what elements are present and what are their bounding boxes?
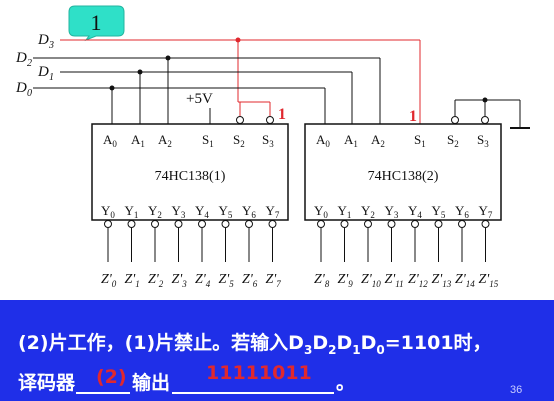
output-bubble [174, 220, 183, 228]
output-signal-label: Z'7 [266, 272, 282, 289]
output-signal-label: Z'2 [148, 272, 164, 289]
output-signal-label: Z'9 [338, 272, 354, 289]
junction-dot [482, 97, 488, 103]
output-signal-label: Z'0 [101, 272, 117, 289]
line1-value: =1101时， [384, 332, 492, 354]
output-signal-label: Z'10 [361, 272, 381, 289]
line2-end: 。 [336, 372, 356, 394]
answer-blank-1 [76, 392, 130, 394]
chip1-title: 74HC138(1) [155, 169, 226, 184]
answer-blank-2 [172, 392, 334, 394]
output-bubble [317, 220, 325, 228]
chip2-body [304, 123, 502, 221]
output-signal-label: Z'6 [242, 272, 258, 289]
output-bubble [198, 220, 206, 228]
output-signal-label: Z'15 [479, 272, 499, 289]
explanation-line-1: (2)片工作，(1)片禁止。若输入D3D2D1D0=1101时， [18, 332, 492, 357]
line2-prefix: 译码器 [18, 372, 76, 394]
input-sub-d3: 3 [48, 40, 54, 51]
output-signal-label: Z'4 [195, 272, 211, 289]
s1-state-mark: 1 [409, 108, 417, 125]
answer-output: 11111011 [206, 362, 312, 384]
line1-prefix: (2)片工作，(1)片禁止。若输入D [18, 332, 304, 354]
output-bubble [104, 220, 112, 228]
pin-label: S1 [414, 132, 426, 149]
supply-label: +5V [186, 91, 213, 107]
output-signal-label: Z'5 [219, 272, 235, 289]
output-signal-label: Z'11 [385, 272, 404, 289]
output-signal-label: Z'12 [408, 272, 428, 289]
s2-bubble [451, 116, 459, 124]
pin-label: S2 [447, 132, 459, 149]
pin-label: S1 [202, 132, 214, 149]
output-bubble [127, 220, 136, 228]
chip1-body [91, 123, 289, 221]
output-bubble [481, 220, 490, 228]
output-signal-label: Z'8 [314, 272, 330, 289]
output-signal-label: Z'3 [172, 272, 188, 289]
input-label-d2: D [15, 50, 27, 66]
output-signal-label: Z'13 [432, 272, 452, 289]
answer-chip: (2) [96, 366, 127, 388]
output-signal-label: Z'14 [455, 272, 475, 289]
s2-bubble [236, 116, 244, 124]
junction-dots [109, 55, 171, 91]
output-bubble [434, 220, 443, 228]
output-bubble [151, 220, 159, 228]
input-sub-d0: 0 [27, 88, 32, 99]
input-sub-d2: 2 [27, 58, 32, 69]
pin-label: S2 [233, 132, 245, 149]
page-number: 36 [510, 384, 523, 396]
callout-label: 1 [91, 10, 102, 35]
output-bubble [268, 220, 277, 228]
input-label-d3: DD3 [37, 32, 49, 48]
output-bubble [387, 220, 396, 228]
input-label-d1: D [37, 64, 49, 80]
s3-bubble [481, 116, 489, 124]
input-sub-d1: 1 [49, 72, 54, 83]
junction-dot [235, 37, 241, 43]
output-bubble [340, 220, 349, 228]
output-bubble [458, 220, 466, 228]
output-bubble [364, 220, 372, 228]
input-wires [33, 57, 381, 124]
output-bubble [221, 220, 230, 228]
input-label-d0: D [15, 80, 27, 96]
output-bubble [245, 220, 253, 228]
s3-bubble [266, 116, 274, 124]
explanation-panel: (2)片工作，(1)片禁止。若输入D3D2D1D0=1101时， 译码器 (2)… [0, 300, 554, 401]
output-bubble [411, 220, 419, 228]
decoder-circuit-diagram: 1 DD3 D D D 3 2 1 0 [15, 5, 530, 289]
chip2-title: 74HC138(2) [368, 169, 439, 184]
line2-mid: 输出 [132, 372, 171, 394]
output-signal-label: Z'1 [125, 272, 140, 289]
s2-state-mark: 1 [278, 106, 286, 123]
callout-bubble: 1 [68, 5, 125, 42]
